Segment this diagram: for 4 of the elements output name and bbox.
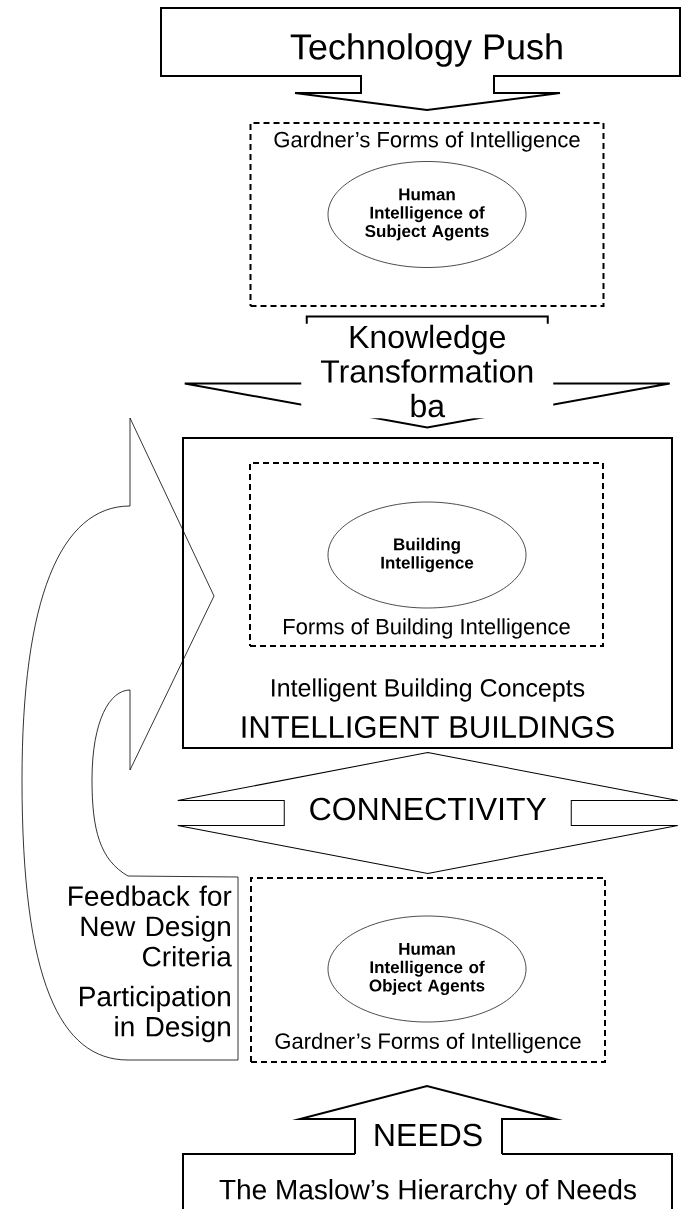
edge-label: Knowledge Transformation ba <box>301 323 554 419</box>
edge-label: CONNECTIVITY <box>307 796 548 822</box>
base-box: The Maslow’s Hierarchy of Needs <box>182 1153 673 1209</box>
double-arrow <box>177 752 679 874</box>
